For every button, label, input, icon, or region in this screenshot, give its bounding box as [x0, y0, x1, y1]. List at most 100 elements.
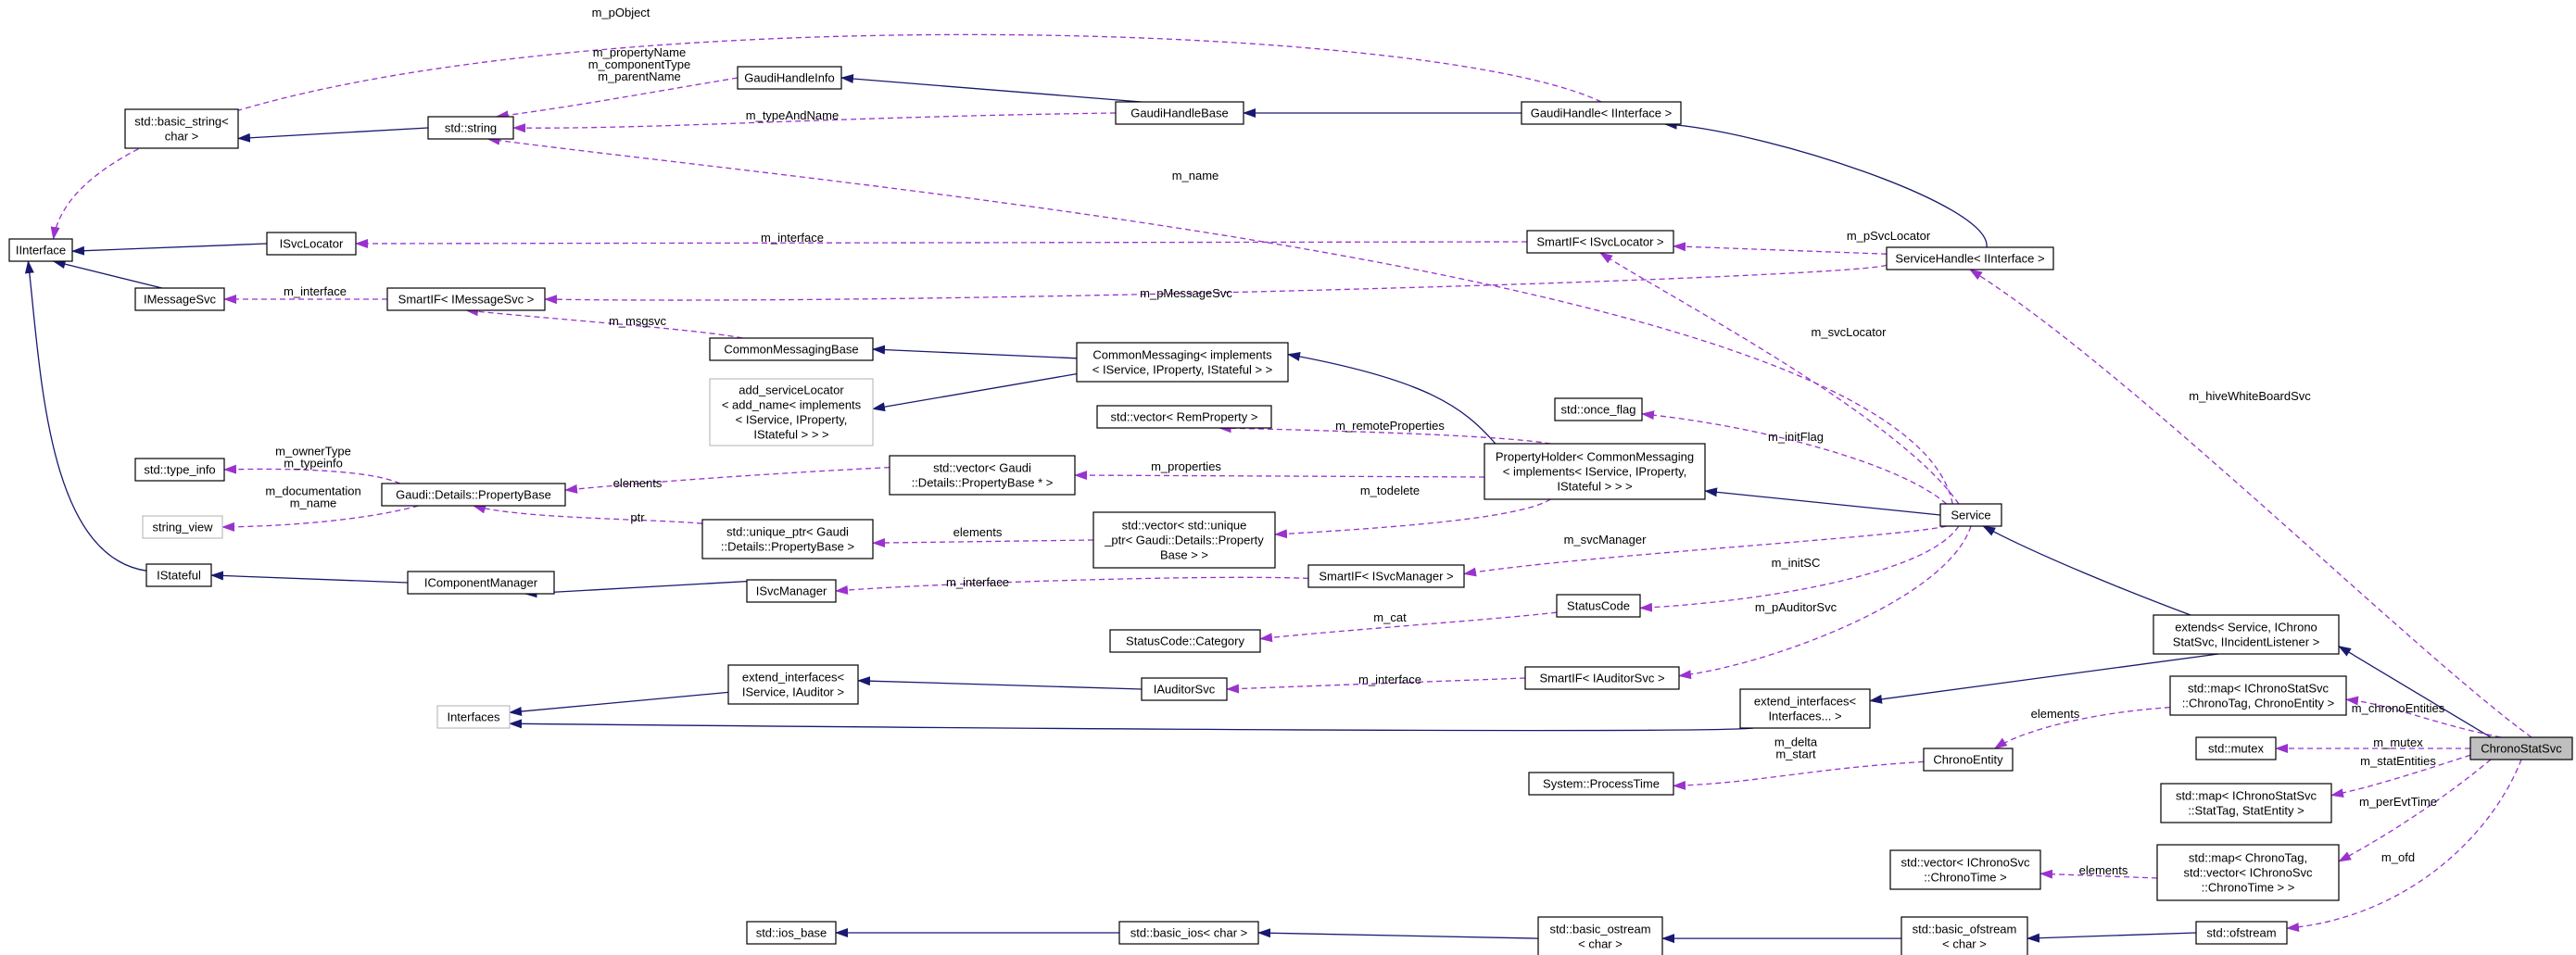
class-node-vector-chronotime[interactable]: std::vector< IChronoSvc::ChronoTime > [1889, 849, 2041, 890]
node-label: _ptr< Gaudi::Details::Property [1104, 534, 1264, 547]
node-label: std::basic_string< [134, 115, 229, 129]
class-node-smartif-iauditorsvc[interactable]: SmartIF< IAuditorSvc > [1524, 666, 1680, 690]
node-box [1141, 677, 1228, 701]
node-box [386, 287, 546, 311]
class-node-type-info[interactable]: std::type_info [134, 458, 225, 482]
class-node-gaudihandleinfo[interactable]: GaudiHandleInfo [737, 66, 842, 90]
class-node-processtime[interactable]: System::ProcessTime [1528, 772, 1674, 796]
use-m-properties [1074, 471, 1485, 481]
class-node-basic-ostream[interactable]: std::basic_ostream< char > [1537, 916, 1663, 955]
edge-label-m-pObject: m_pObject [592, 6, 650, 19]
node-box [746, 579, 837, 603]
class-node-service[interactable]: Service [1939, 503, 2002, 527]
inherit-icomponentmanager-istateful [210, 571, 409, 584]
node-box [407, 571, 555, 595]
edge-label-names-string: m_propertyName [593, 45, 686, 59]
inherit-chronostatsvc-extends [2338, 646, 2492, 738]
class-node-extend-interfaces-interfaces[interactable]: extend_interfaces<Interfaces... > [1739, 688, 1871, 729]
class-node-servicehandle[interactable]: ServiceHandle< IInterface > [1886, 246, 2054, 270]
node-label: std::basic_ostream [1549, 923, 1650, 936]
edge-label-m-cat: m_cat [1373, 610, 1407, 624]
inherit-extends-extendinterfaces [1869, 653, 2219, 704]
class-node-interfaces[interactable]: Interfaces [436, 705, 511, 729]
node-label: extend_interfaces< [1754, 695, 1856, 709]
class-node-ios-base[interactable]: std::ios_base [746, 921, 837, 945]
class-node-vector-propertybase[interactable]: std::vector< Gaudi::Details::PropertyBas… [889, 455, 1076, 496]
inherit-servicehandle-gaudihandle [1663, 119, 1988, 248]
edge-label-m-interface-svcmgr: m_interface [946, 575, 1009, 589]
node-label: IStateful [157, 569, 201, 583]
class-node-gaudihandlebase[interactable]: GaudiHandleBase [1115, 101, 1244, 125]
node-label: std::basic_ios< char > [1130, 926, 1247, 940]
edge-label-m-hiveWhiteBoardSvc: m_hiveWhiteBoardSvc [2189, 389, 2311, 403]
node-box [889, 455, 1076, 496]
class-node-ofstream[interactable]: std::ofstream [2195, 921, 2288, 945]
class-node-istateful[interactable]: IStateful [145, 563, 212, 587]
class-node-commonmessagingbase[interactable]: CommonMessagingBase [709, 337, 874, 361]
class-node-statuscode[interactable]: StatusCode [1556, 594, 1641, 618]
node-label: ISvcManager [756, 584, 827, 598]
class-node-isvclocator[interactable]: ISvcLocator [266, 232, 357, 256]
class-node-statuscode-category[interactable]: StatusCode::Category [1109, 629, 1261, 653]
class-node-basic-ofstream[interactable]: std::basic_ofstream< char > [1900, 916, 2028, 955]
class-node-smartif-isvclocator[interactable]: SmartIF< ISvcLocator > [1526, 230, 1674, 254]
edge-label-names-string: m_componentType [588, 57, 691, 71]
class-node-basic-ios[interactable]: std::basic_ios< char > [1118, 921, 1259, 945]
class-node-mutex[interactable]: std::mutex [2195, 736, 2277, 760]
node-label: std::map< ChronoTag, [2189, 851, 2307, 865]
inherit-isvcmanager-icomponentmanager [524, 579, 774, 598]
node-box [737, 66, 842, 90]
edge-label-delta-start: m_start [1775, 748, 1816, 761]
inherit-imessagesvc-iinterface [52, 259, 162, 289]
edge-label-elements-up: elements [953, 525, 1003, 539]
class-node-once-flag[interactable]: std::once_flag [1554, 397, 1643, 421]
class-node-chronoentity[interactable]: ChronoEntity [1923, 748, 2014, 772]
class-node-string-view[interactable]: string_view [142, 515, 223, 539]
node-label: std::string [445, 121, 497, 135]
class-node-vector-remproperty[interactable]: std::vector< RemProperty > [1096, 405, 1272, 429]
class-node-extends[interactable]: extends< Service, IChronoStatSvc, IIncid… [2153, 614, 2340, 655]
class-node-propertybase[interactable]: Gaudi::Details::PropertyBase [381, 483, 566, 507]
node-label: std::ios_base [756, 926, 827, 940]
node-label: std::vector< IChronoSvc [2183, 866, 2313, 880]
node-box [145, 563, 212, 587]
class-node-map-chronotag[interactable]: std::map< IChronoStatSvc::ChronoTag, Chr… [2169, 675, 2347, 716]
class-node-isvcmanager[interactable]: ISvcManager [746, 579, 837, 603]
node-box [1889, 849, 2041, 890]
use-m-initflag [1641, 410, 1948, 505]
use-m-remoteproperties [1218, 423, 1551, 445]
node-label: StatusCode::Category [1126, 635, 1244, 648]
class-node-imessagesvc[interactable]: IMessageSvc [134, 287, 225, 311]
edge-label-m-pSvcLocator: m_pSvcLocator [1847, 229, 1931, 243]
use-m-interface-svclocator [355, 238, 1528, 248]
edge-label-m-svcManager: m_svcManager [1564, 533, 1648, 547]
class-node-map-chronotag-vector[interactable]: std::map< ChronoTag,std::vector< IChrono… [2156, 844, 2340, 901]
class-node-iinterface[interactable]: IInterface [8, 238, 73, 262]
class-node-string[interactable]: std::string [427, 116, 514, 140]
class-node-basic-string[interactable]: std::basic_string<char > [124, 108, 239, 149]
class-node-smartif-isvcmanager[interactable]: SmartIF< ISvcManager > [1307, 564, 1465, 588]
class-node-map-stattag[interactable]: std::map< IChronoStatSvc::StatTag, StatE… [2160, 783, 2332, 823]
class-node-chronostatsvc[interactable]: ChronoStatSvc [2469, 736, 2573, 760]
node-box [1537, 916, 1663, 955]
class-node-iauditorsvc[interactable]: IAuditorSvc [1141, 677, 1228, 701]
node-label: GaudiHandle< IInterface > [1531, 107, 1673, 120]
class-node-extend-interfaces-iservice[interactable]: extend_interfaces<IService, IAuditor > [727, 664, 859, 705]
node-label: std::basic_ofstream [1913, 923, 2017, 936]
class-node-unique-ptr[interactable]: std::unique_ptr< Gaudi::Details::Propert… [701, 519, 874, 559]
node-label: std::vector< std::unique [1122, 519, 1247, 533]
use-m-todelete [1274, 498, 1551, 539]
class-node-gaudihandle[interactable]: GaudiHandle< IInterface > [1521, 101, 1682, 125]
class-node-add-servicelocator[interactable]: add_serviceLocator< add_name< implements… [709, 378, 874, 446]
node-box [1886, 246, 2054, 270]
node-label: Service [1951, 509, 1990, 522]
class-node-icomponentmanager[interactable]: IComponentManager [407, 571, 555, 595]
class-node-smartif-imessagesvc[interactable]: SmartIF< IMessageSvc > [386, 287, 546, 311]
node-label: IMessageSvc [144, 293, 217, 307]
node-label: CommonMessagingBase [724, 343, 858, 357]
class-node-vector-unique-ptr[interactable]: std::vector< std::unique_ptr< Gaudi::Det… [1092, 511, 1276, 569]
class-node-commonmessaging[interactable]: CommonMessaging< implements< IService, I… [1076, 342, 1289, 383]
node-label: std::ofstream [2206, 926, 2276, 940]
class-node-propertyholder[interactable]: PropertyHolder< CommonMessaging< impleme… [1484, 443, 1706, 500]
